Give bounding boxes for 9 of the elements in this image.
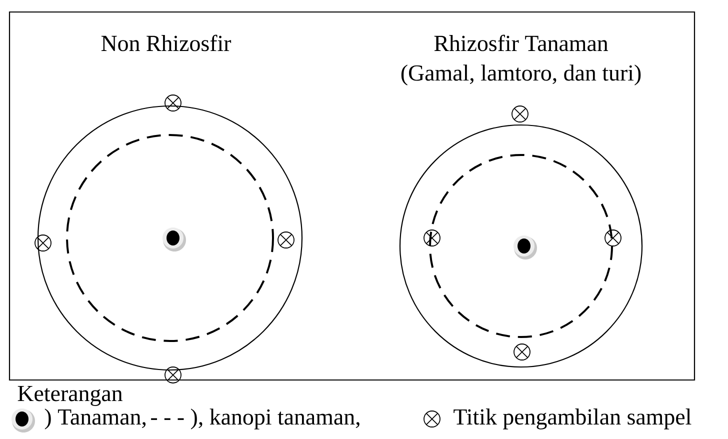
panel-title: Rhizosfir Tanaman <box>434 34 608 52</box>
panel-title: Non Rhizosfir <box>101 34 232 52</box>
panel-title: (Gamal, lamtoro, dan turi) <box>401 64 641 86</box>
legend-text: Titik pengambilan sampel <box>454 408 692 430</box>
plot-circle <box>37 105 303 371</box>
plot-circle <box>399 124 643 368</box>
legend-text: ) Tanaman, <box>44 408 146 430</box>
legend-text: - - - ), kanopi tanaman, <box>151 408 360 430</box>
frame-box <box>8 11 696 381</box>
